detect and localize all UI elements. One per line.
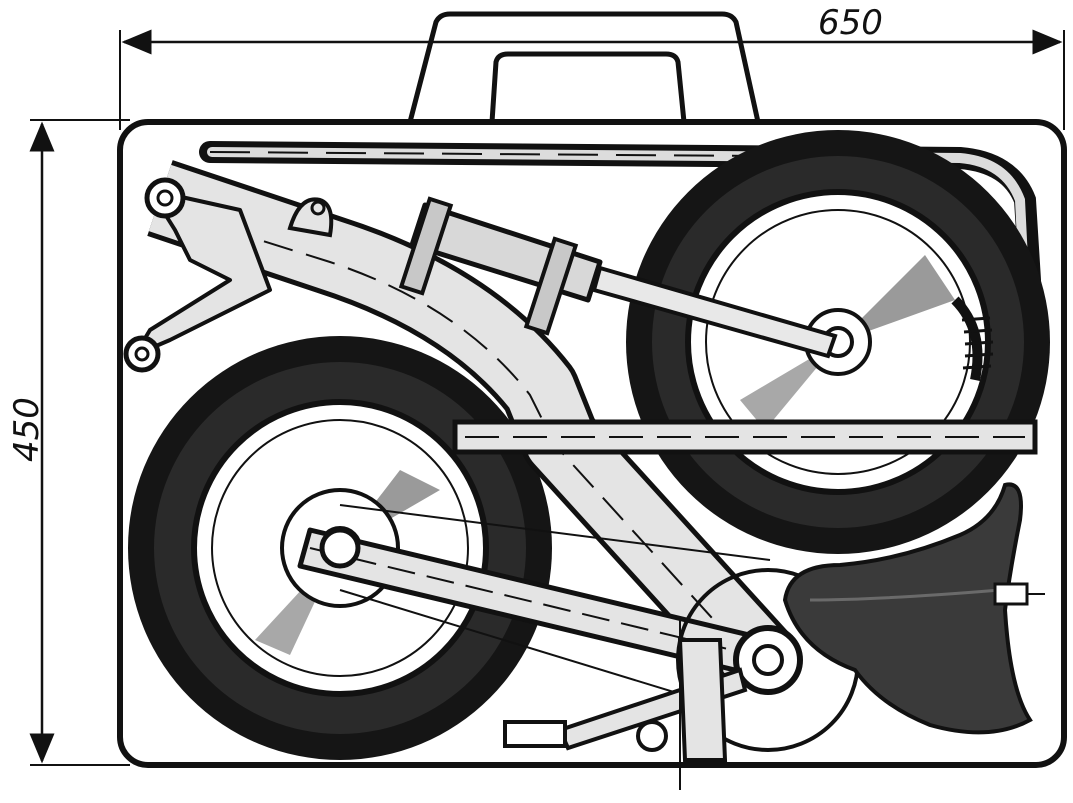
front-fork [123,177,334,373]
handlebar-tube [199,141,1041,291]
height-dimension: 450 [7,119,130,766]
main-frame [147,160,790,687]
width-dimension-label: 650 [818,3,883,43]
width-dimension: 650 [119,3,1065,130]
height-dimension-label: 450 [7,397,47,462]
seat-post-tube [452,419,1038,455]
suitcase-outline [117,119,1067,768]
saddle [782,482,1045,735]
front-wheel [626,130,1050,554]
carry-handle [407,11,761,123]
shock-absorber [398,196,838,359]
